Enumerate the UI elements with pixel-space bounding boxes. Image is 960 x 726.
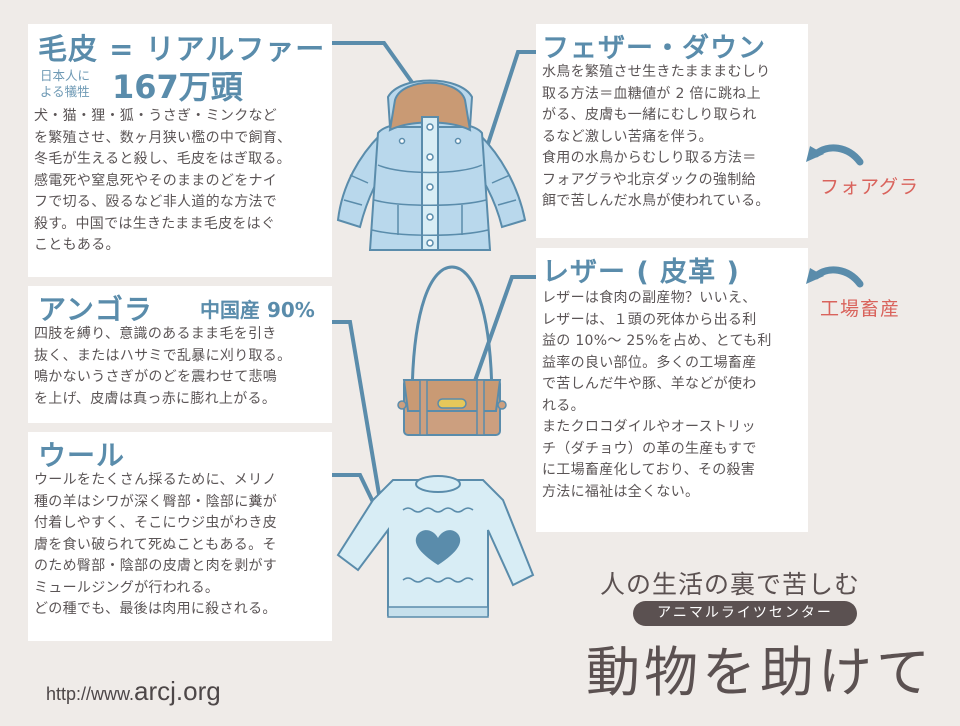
down-coat-illustration-icon [336, 79, 527, 251]
wool-title: ウール [38, 439, 126, 472]
org-name-badge: アニマルライツセンター [633, 601, 857, 626]
factory-farming-label: 工場畜産 [820, 298, 901, 320]
foie-gras-arrow-icon [806, 144, 864, 166]
footer-headline: 動物を助けて [586, 641, 934, 704]
fur-body: 犬・猫・狸・狐・うさぎ・ミンクなど を繁殖させ、数ヶ月狭い檻の中で飼育、 冬毛が… [34, 108, 292, 253]
angora-stat: 中国産 90% [200, 298, 315, 322]
url-domain: arcj.org [134, 676, 221, 706]
fur-section: 毛皮 = リアルファー 日本人に よる犠牲 167万頭 犬・猫・狸・狐・うさぎ・… [28, 24, 332, 277]
feather-title: フェザー・ダウン [542, 33, 766, 64]
leather-title: レザー ( 皮革 ) [542, 257, 740, 288]
leather-section: レザー ( 皮革 ) レザーは食肉の副産物？いいえ、 レザーは、１頭の死体から出… [536, 248, 808, 532]
org-name: アニマルライツセンター [657, 605, 833, 621]
leather-body: レザーは食肉の副産物？いいえ、 レザーは、１頭の死体から出る利 益の 10%～ … [542, 290, 772, 500]
wool-sweater-illustration-icon [336, 475, 535, 618]
fur-title: 毛皮 = リアルファー [38, 32, 326, 66]
wool-body: ウールをたくさん採るために、メリノ 種の羊はシワが深く臀部・陰部に糞が 付着しや… [34, 472, 278, 617]
website-link[interactable]: http://www.arcj.org [46, 676, 221, 707]
fur-stat-label: 日本人に よる犠牲 [40, 68, 91, 99]
footer-tagline: 人の生活の裏で苦しむ [600, 570, 861, 599]
foie-gras-label: フォアグラ [820, 176, 920, 198]
angora-body: 四肢を縛り、意識のあるまま毛を引き 抜く、またはハサミで乱暴に刈り取る。 鳴かな… [34, 326, 292, 407]
fur-stat-value: 167万頭 [112, 68, 243, 106]
factory-farming-arrow-icon [806, 266, 864, 288]
angora-section: アンゴラ 中国産 90% 四肢を縛り、意識のあるまま毛を引き 抜く、またはハサミ… [28, 286, 332, 423]
feather-section: フェザー・ダウン 水鳥を繁殖させ生きたまままむしり 取る方法＝血糖値が 2 倍に… [536, 24, 808, 238]
leather-bag-illustration-icon [397, 265, 507, 436]
wool-section: ウール ウールをたくさん採るために、メリノ 種の羊はシワが深く臀部・陰部に糞が … [28, 432, 332, 641]
url-prefix: http://www. [46, 684, 135, 704]
feather-body: 水鳥を繁殖させ生きたまままむしり 取る方法＝血糖値が 2 倍に跳ね上 がる、皮膚… [542, 64, 771, 209]
angora-title: アンゴラ [38, 293, 153, 326]
